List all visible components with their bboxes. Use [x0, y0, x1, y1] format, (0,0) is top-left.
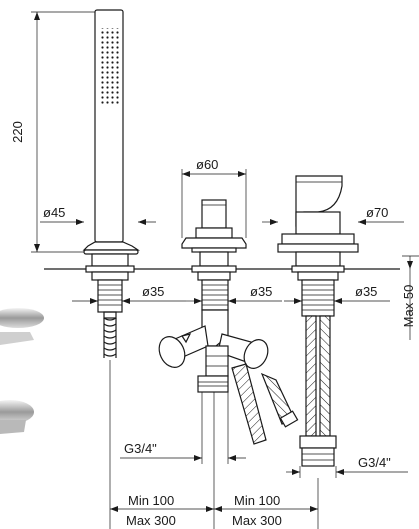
dim-dia-60: ø60: [181, 157, 247, 238]
dia-70-label: ø70: [366, 205, 388, 220]
dim-dia-35-mid: ø35: [186, 284, 282, 304]
dia-35-mid-label: ø35: [250, 284, 272, 299]
dia-35-left-label: ø35: [142, 284, 164, 299]
spacing-left-min-label: Min 100: [128, 493, 174, 508]
g34-mid-label: G3/4": [124, 441, 157, 456]
dim-dia-35-left: ø35: [72, 284, 186, 304]
spout: [158, 199, 299, 445]
dim-g34-right: G3/4": [286, 455, 408, 478]
handshower: [82, 9, 140, 358]
dim-dia-70: ø70: [262, 205, 404, 225]
max-50-label: Max 50: [401, 285, 416, 328]
dia-35-right-label: ø35: [355, 284, 377, 299]
spacing-right-min-label: Min 100: [234, 493, 280, 508]
dia-45-label: ø45: [43, 205, 65, 220]
dim-max-50: Max 50: [401, 255, 419, 340]
mixer: [277, 175, 359, 467]
dim-dia-35-right: ø35: [284, 284, 390, 304]
spacing-right-max-label: Max 300: [232, 513, 282, 528]
spacing-left-max-label: Max 300: [126, 513, 176, 528]
chrome-thumbnail-left: [0, 308, 44, 434]
g34-right-label: G3/4": [358, 455, 391, 470]
dim-g34-mid: G3/4": [120, 392, 246, 464]
spacing-dims: Min 100 Max 300 Min 100 Max 300: [109, 360, 319, 529]
dim-dia-45: ø45: [40, 205, 156, 225]
handshower-dim-220: 220: [10, 11, 95, 253]
handshower-height-label: 220: [10, 121, 25, 143]
dia-60-label: ø60: [196, 157, 218, 172]
